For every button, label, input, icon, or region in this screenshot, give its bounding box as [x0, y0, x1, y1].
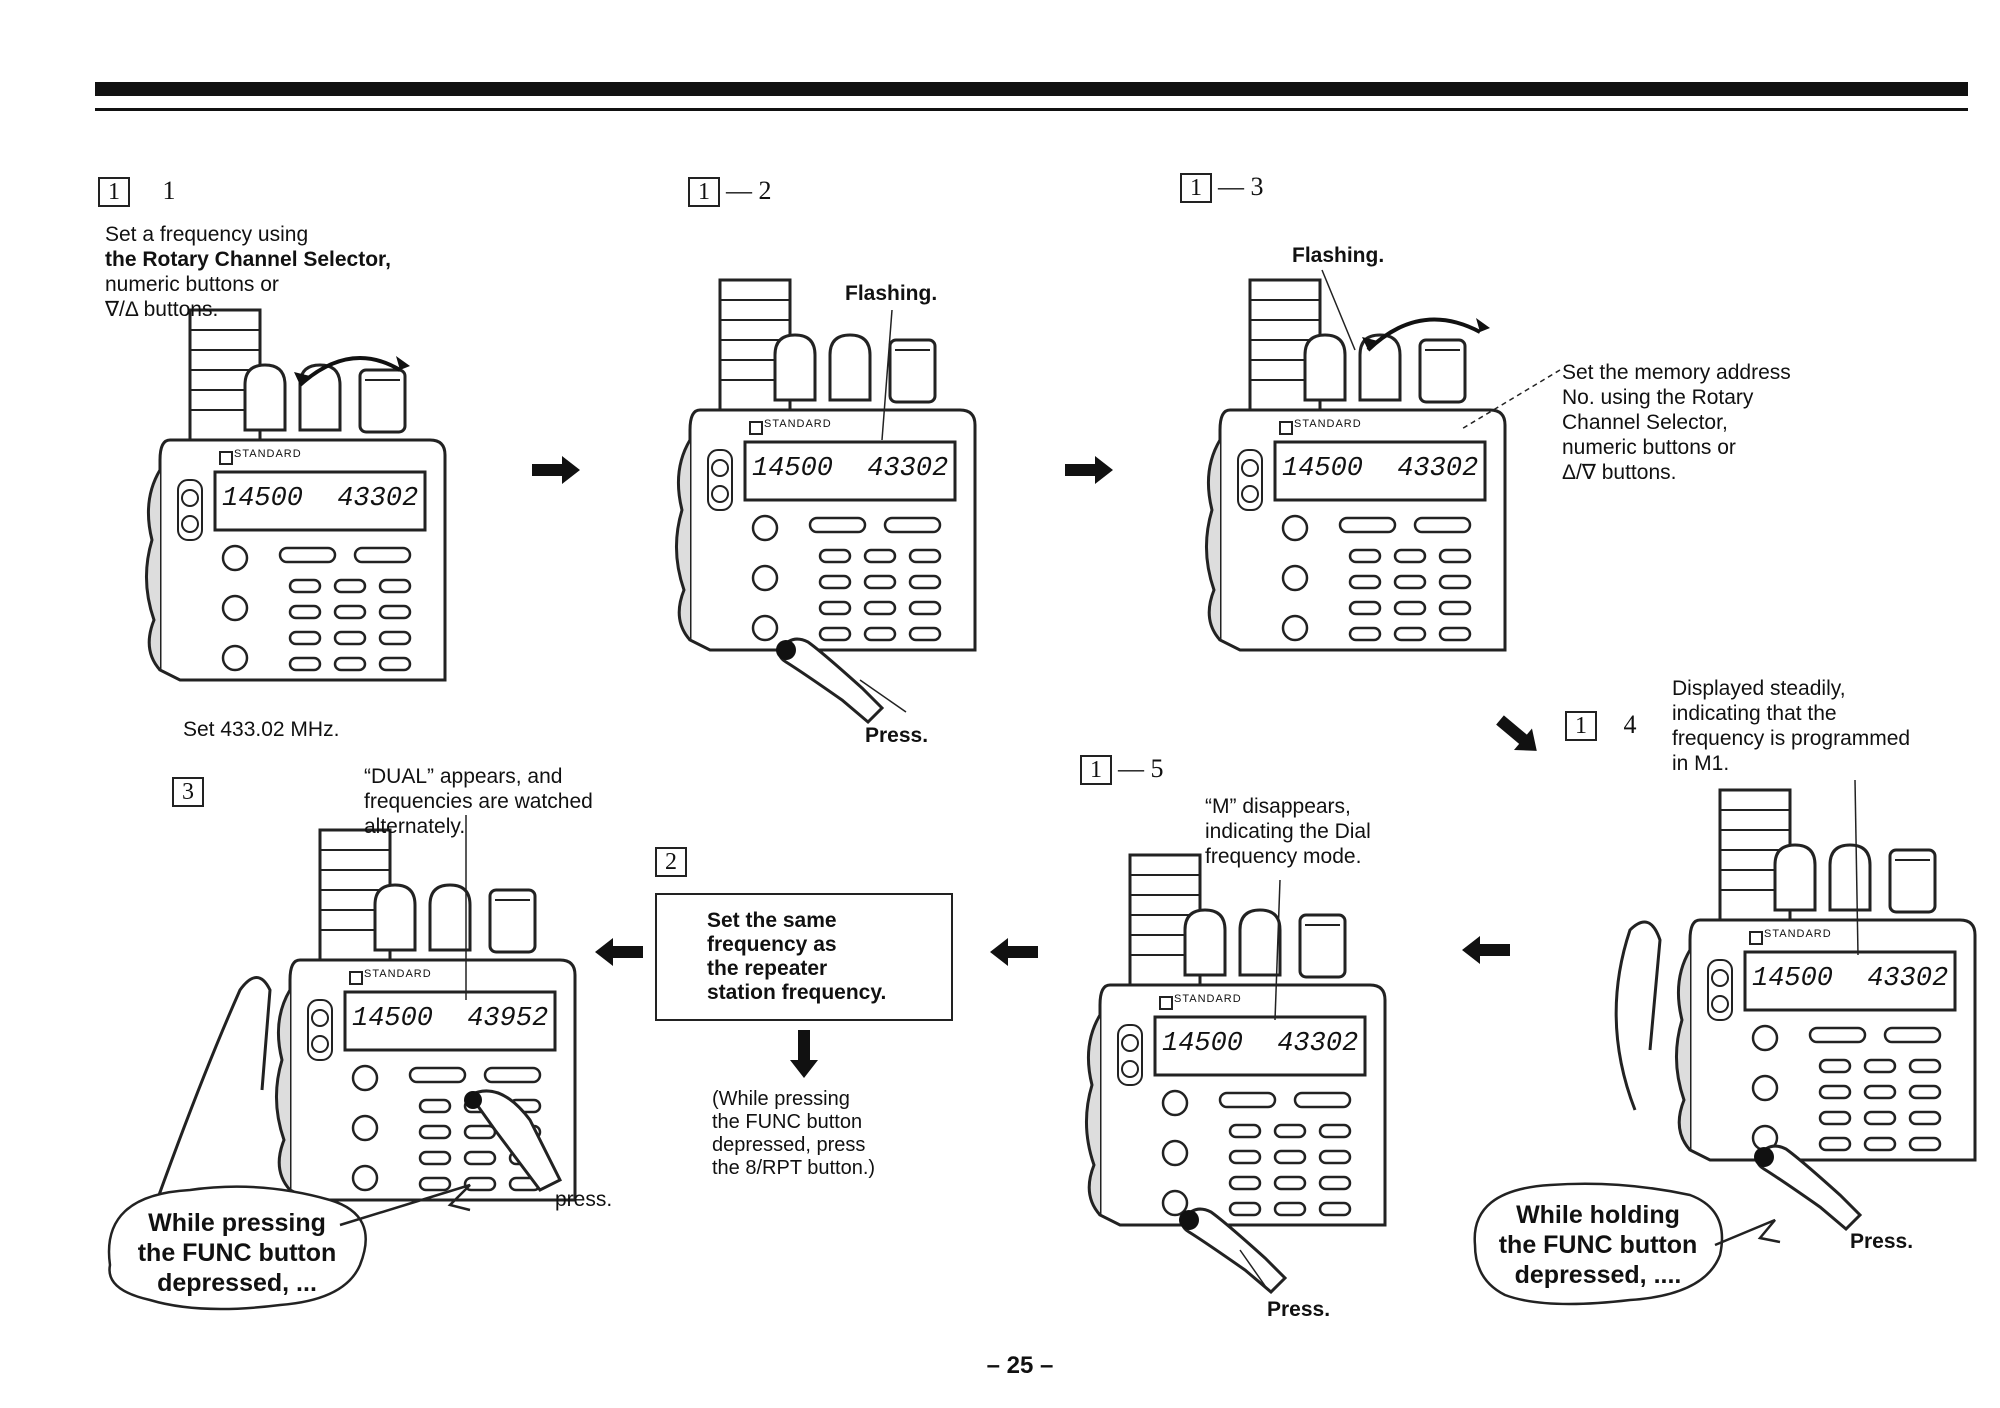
lcd-readout-5: 14500 43302 — [1162, 1029, 1359, 1059]
set-433-label: Set 433.02 MHz. — [183, 718, 340, 741]
radio-brand-2: STANDARD — [764, 418, 832, 430]
speech-bubble-holding — [1473, 1182, 1724, 1306]
bubble-pressing-text: While pressing the FUNC button depressed… — [137, 1209, 337, 1297]
radio-brand-5: STANDARD — [1174, 993, 1242, 1005]
step-label-1-5: 1— 5 — [1080, 754, 1164, 785]
radio-brand-1: STANDARD — [234, 448, 302, 460]
arrow-icon — [1065, 456, 1113, 484]
radio-brand-6: STANDARD — [364, 968, 432, 980]
step-label-1-4: 1 4 — [1565, 710, 1637, 741]
arrow-icon — [595, 938, 643, 966]
step-label-2: 2 — [655, 846, 693, 877]
m-disappears-text: “M” disappears, indicating the Dial freq… — [1205, 795, 1371, 868]
arrow-icon — [990, 938, 1038, 966]
press-label-5: Press. — [1267, 1298, 1331, 1321]
step-label-1-1: 1 1 — [98, 176, 176, 207]
rotate-arrow-icon — [1366, 317, 1481, 352]
while-pressing-note: (While pressing the FUNC button depresse… — [712, 1088, 876, 1179]
press-label-2: Press. — [865, 724, 929, 747]
set-frequency-text: Set a frequency using the Rotary Channel… — [105, 223, 391, 321]
arrow-icon — [790, 1030, 818, 1078]
arrow-icon — [1491, 709, 1546, 762]
memory-address-text: Set the memory address No. using the Rot… — [1562, 361, 1791, 484]
page-number: – 25 – — [986, 1352, 1054, 1379]
press-label-lower-left: press. — [555, 1188, 613, 1211]
header-rule-thin — [95, 108, 1968, 111]
displayed-steadily-text: Displayed steadily, indicating that the … — [1672, 677, 1911, 775]
lcd-readout-3: 14500 43302 — [1282, 454, 1479, 484]
speech-bubble-pressing — [107, 1185, 367, 1311]
flashing-label-2: Flashing. — [845, 282, 938, 305]
header-rule-thick — [95, 82, 1968, 96]
step-label-3: 3 — [172, 776, 210, 807]
lcd-readout-1: 14500 43302 — [222, 484, 419, 514]
bubble-holding-text: While holding the FUNC button depressed,… — [1498, 1201, 1698, 1289]
flashing-label-3: Flashing. — [1292, 244, 1385, 267]
finger-icon — [774, 637, 884, 724]
step-label-1-3: 1— 3 — [1180, 172, 1264, 203]
radio-brand-4: STANDARD — [1764, 928, 1832, 940]
press-label-4: Press. — [1850, 1230, 1914, 1253]
rotate-arrow-icon — [298, 356, 402, 387]
dual-appears-text: “DUAL” appears, and frequencies are watc… — [364, 765, 593, 838]
instruction-box: Set the same frequency as the repeater s… — [655, 893, 953, 1021]
radio-brand-3: STANDARD — [1294, 418, 1362, 430]
lcd-readout-2: 14500 43302 — [752, 454, 949, 484]
step-label-1-2: 1— 2 — [688, 176, 772, 207]
arrow-icon — [1462, 936, 1510, 964]
lcd-readout-4: 14500 43302 — [1752, 964, 1949, 994]
arrow-icon — [532, 456, 580, 484]
lcd-readout-6: 14500 43952 — [352, 1004, 549, 1034]
